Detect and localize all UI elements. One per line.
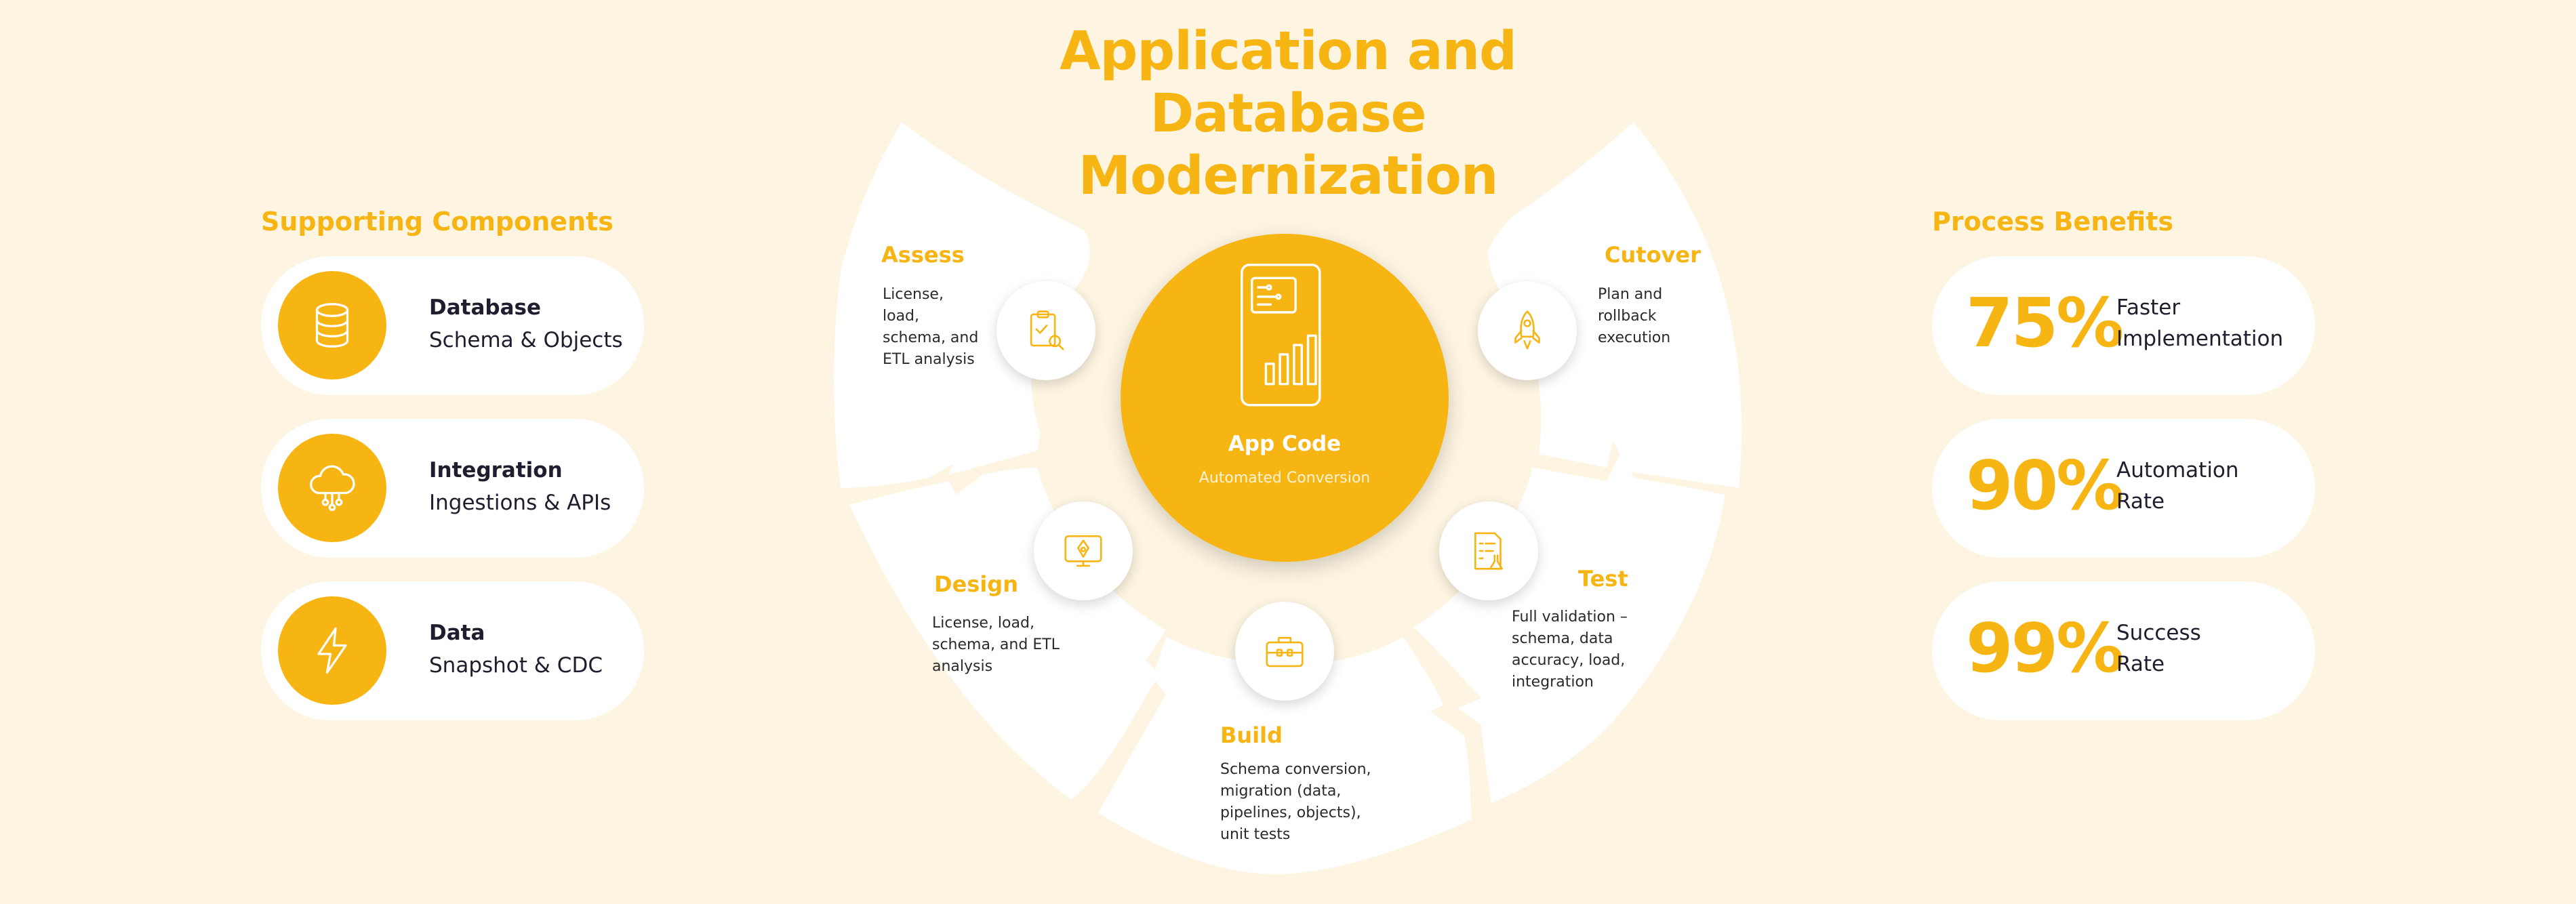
build-icon-circle[interactable] [1235,602,1334,701]
design-icon-circle[interactable] [1034,501,1133,600]
assess-title: Assess [881,242,965,268]
database-icon [315,303,349,348]
benefit-value: 90% [1966,446,2124,525]
app-code-icon [1241,264,1321,407]
hub-title: App Code [1228,432,1342,456]
assess-icon-circle[interactable] [997,281,1095,380]
test-icon-circle[interactable] [1439,501,1538,600]
benefit-value: 99% [1966,609,2124,688]
rocket-icon [1514,310,1540,350]
support-title: Data [429,621,485,645]
test-segment [1413,447,1725,803]
test-checklist-icon [1474,532,1503,570]
test-description: Full validation – schema, data accuracy,… [1512,609,1628,691]
app-code-hub[interactable]: App Code Automated Conversion [1121,234,1449,562]
build-segment [1098,637,1471,874]
title-line-3: Modernization [1078,146,1499,207]
benefit-label-line2: Rate [2116,652,2165,676]
build-title: Build [1220,722,1283,748]
supporting-heading: Supporting Components [261,207,613,237]
support-subtitle: Schema & Objects [429,328,623,352]
toolbox-icon [1266,637,1304,667]
cutover-description: Plan and rollback execution [1598,286,1671,346]
benefit-label-line1: Faster [2116,295,2181,320]
build-description: Schema conversion, migration (data, pipe… [1220,761,1371,843]
benefit-label-line2: Implementation [2116,327,2284,351]
support-card-integration[interactable]: Integration Ingestions & APIs [261,419,644,558]
benefit-label-line1: Automation [2116,458,2239,482]
design-title: Design [934,571,1018,597]
assess-description: License, load, schema, and ETL analysis [883,286,979,368]
benefits-heading: Process Benefits [1932,207,2173,237]
cutover-title: Cutover [1605,242,1701,268]
page-title: Application and Database Modernization [949,20,1627,207]
cutover-icon-circle[interactable] [1478,281,1577,380]
support-subtitle: Snapshot & CDC [429,653,603,678]
cloud-network-icon [310,465,355,512]
benefit-value: 75% [1966,283,2124,363]
lightning-icon [317,627,347,674]
benefit-card-faster[interactable]: 75% Faster Implementation [1932,256,2315,395]
test-title: Test [1578,566,1628,592]
design-segment [849,468,1166,800]
benefit-label-line2: Rate [2116,489,2165,514]
clipboard-search-icon [1030,310,1064,350]
assess-segment [834,122,1090,488]
support-card-data[interactable]: Data Snapshot & CDC [261,581,644,720]
benefit-card-success[interactable]: 99% Success Rate [1932,581,2315,720]
pen-design-icon [1064,535,1102,567]
benefit-label-line1: Success [2116,621,2201,645]
benefit-card-automation[interactable]: 90% Automation Rate [1932,419,2315,558]
support-card-database[interactable]: Database Schema & Objects [261,256,644,395]
title-line-1: Application and [1060,21,1517,82]
design-description: License, load, schema, and ETL analysis [932,615,1060,675]
support-subtitle: Ingestions & APIs [429,491,611,515]
title-line-2: Database [1150,83,1426,144]
support-title: Database [429,295,541,320]
support-title: Integration [429,458,563,482]
cutover-segment [1488,122,1742,488]
hub-subtitle: Automated Conversion [1199,470,1371,487]
